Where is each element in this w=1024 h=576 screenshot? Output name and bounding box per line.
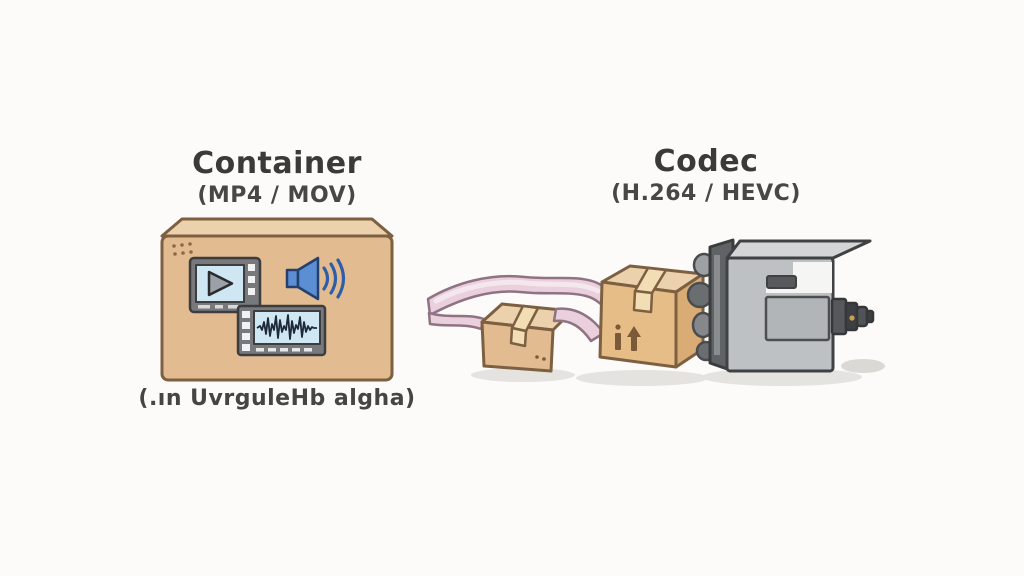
container-title: Container <box>192 146 362 181</box>
encoder-machine-icon <box>686 238 875 373</box>
codec-subtitle: (H.264 / HEVC) <box>611 180 801 206</box>
container-caption: (.ın UvrguleHb algha) <box>138 386 416 411</box>
lens-icon <box>830 297 875 336</box>
codec-label-block: Codec (H.264 / HEVC) <box>556 146 856 206</box>
container-label-block: Container (MP4 / MOV) <box>127 148 427 208</box>
machine-front-panel <box>764 295 831 342</box>
codec-title: Codec <box>653 144 759 179</box>
shipping-marks-icon <box>615 324 641 351</box>
waveform-icon <box>236 304 327 357</box>
video-thumbnail-icon <box>188 256 262 314</box>
small-package-box-icon <box>480 302 574 373</box>
play-icon <box>207 270 234 297</box>
container-subtitle: (MP4 / MOV) <box>197 182 357 208</box>
machine-top-face <box>725 239 872 260</box>
film-ribbon-icon <box>426 274 618 331</box>
machine-slot-tab <box>766 275 797 289</box>
waveform-line <box>256 314 317 340</box>
medium-package-box-icon <box>598 264 705 369</box>
codec-pipeline-illustration <box>426 238 885 386</box>
container-box-illustration <box>160 217 394 382</box>
film-ribbon-segment <box>552 307 606 343</box>
box-texture-dots <box>172 242 193 256</box>
speaker-icon <box>285 256 346 301</box>
